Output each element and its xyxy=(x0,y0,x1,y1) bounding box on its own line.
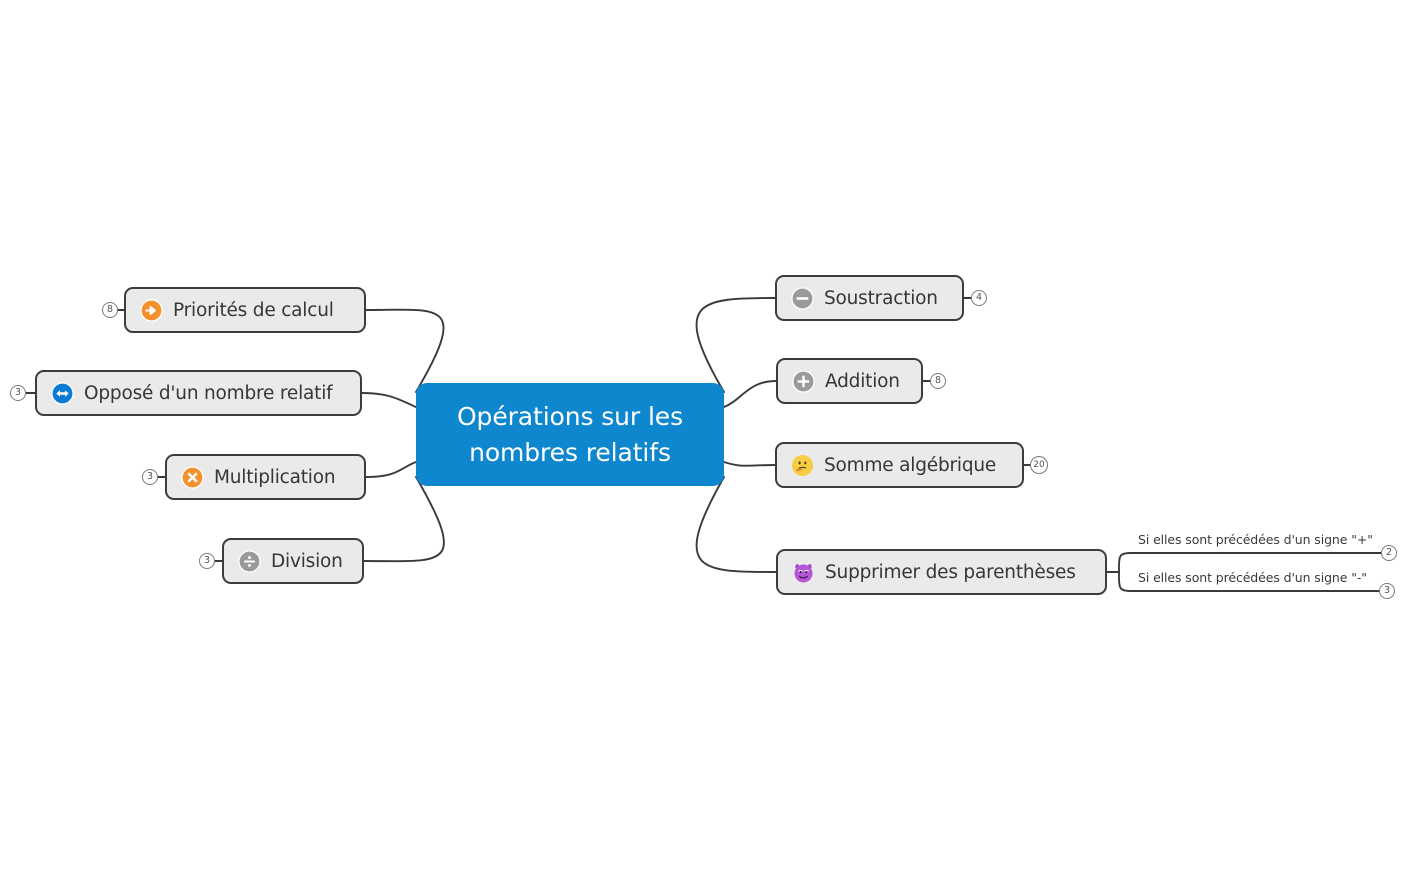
node-addition[interactable]: Addition xyxy=(776,358,923,404)
thinking-face-emoji-icon xyxy=(791,454,814,476)
node-label: Addition xyxy=(825,370,900,392)
badge-subnode-signe-moins[interactable]: 3 xyxy=(1379,583,1395,599)
badge-value: 3 xyxy=(14,387,22,399)
node-multiplication[interactable]: Multiplication xyxy=(165,454,366,500)
node-supprimer-des-parentheses[interactable]: Supprimer des parenthèses xyxy=(776,549,1107,595)
gray-plus-circle-icon xyxy=(792,369,815,393)
node-oppose-nombre-relatif[interactable]: Opposé d'un nombre relatif xyxy=(35,370,362,416)
badge-priorites[interactable]: 8 xyxy=(102,302,118,318)
badge-somme[interactable]: 20 xyxy=(1030,456,1048,474)
node-somme-algebrique[interactable]: Somme algébrique xyxy=(775,442,1024,488)
badge-value: 8 xyxy=(934,375,942,387)
node-label: Somme algébrique xyxy=(824,454,997,476)
gray-minus-circle-icon xyxy=(791,286,814,310)
central-node[interactable]: Opérations sur les nombres relatifs xyxy=(416,383,724,486)
badge-value: 20 xyxy=(1033,459,1045,470)
edge-central-to-priorites xyxy=(365,308,445,393)
badge-multiplication[interactable]: 3 xyxy=(142,469,158,485)
node-label: Supprimer des parenthèses xyxy=(825,561,1076,583)
gray-divide-circle-icon xyxy=(238,549,261,573)
central-node-label: Opérations sur les nombres relatifs xyxy=(456,401,684,467)
node-label: Division xyxy=(271,550,343,572)
badge-value: 3 xyxy=(203,555,211,567)
edge-central-to-somme xyxy=(723,461,776,467)
edge-central-to-division xyxy=(363,476,445,563)
edge-central-to-oppose xyxy=(361,392,417,408)
node-label: Multiplication xyxy=(214,466,336,488)
badge-value: 3 xyxy=(1383,585,1391,597)
edge-central-to-multiplication xyxy=(365,461,417,478)
badge-oppose[interactable]: 3 xyxy=(10,385,26,401)
orange-x-circle-icon xyxy=(181,465,204,489)
badge-subnode-signe-plus[interactable]: 2 xyxy=(1381,545,1397,561)
node-label: Priorités de calcul xyxy=(173,299,334,321)
edge-central-to-soustraction xyxy=(695,297,776,393)
badge-value: 8 xyxy=(106,304,114,316)
devil-face-emoji-icon xyxy=(794,563,813,582)
badge-division[interactable]: 3 xyxy=(199,553,215,569)
orange-arrow-right-circle-icon xyxy=(140,298,163,322)
badge-value: 2 xyxy=(1385,547,1393,559)
node-label: Opposé d'un nombre relatif xyxy=(84,382,333,404)
bracket-supprimer-children xyxy=(1118,552,1131,592)
node-label: Soustraction xyxy=(824,287,938,309)
node-soustraction[interactable]: Soustraction xyxy=(775,275,964,321)
edge-central-to-addition xyxy=(723,380,777,408)
edge-central-to-supprimer xyxy=(695,476,777,573)
badge-value: 3 xyxy=(146,471,154,483)
subnode-label-signe-plus[interactable]: Si elles sont précédées d'un signe "+" xyxy=(1138,532,1373,547)
badge-soustraction[interactable]: 4 xyxy=(971,290,987,306)
node-priorites-de-calcul[interactable]: Priorités de calcul xyxy=(124,287,366,333)
badge-value: 4 xyxy=(975,292,983,304)
subnode-label-signe-moins[interactable]: Si elles sont précédées d'un signe "-" xyxy=(1138,570,1367,585)
node-division[interactable]: Division xyxy=(222,538,364,584)
badge-addition[interactable]: 8 xyxy=(930,373,946,389)
blue-left-right-arrow-circle-icon xyxy=(51,381,74,405)
